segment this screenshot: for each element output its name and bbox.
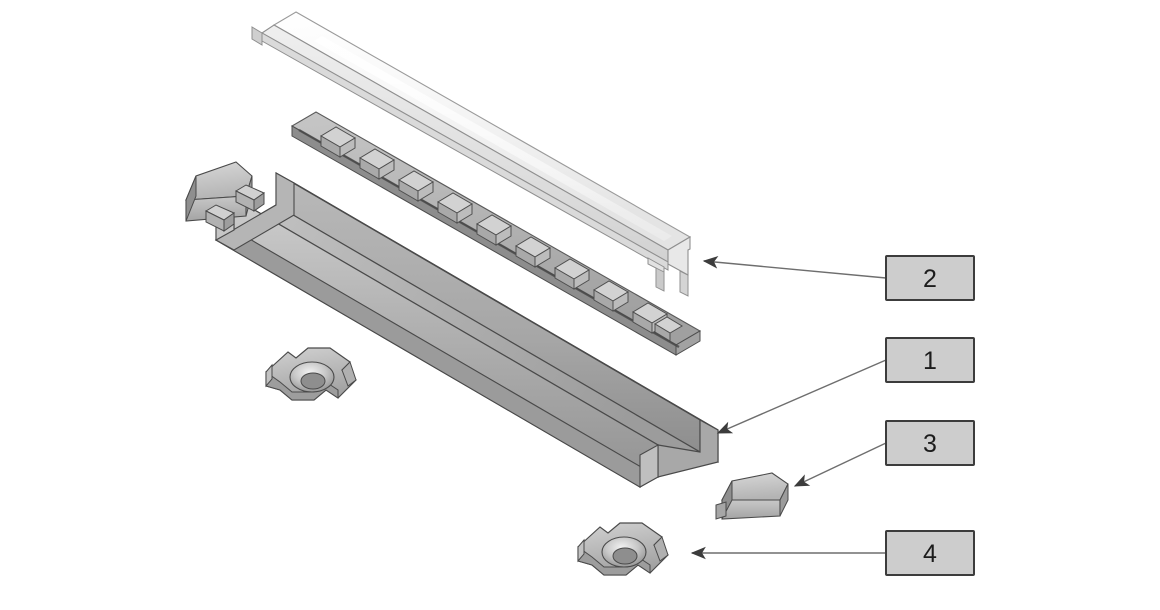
part-diffuser-cover xyxy=(251,11,692,297)
part-end-cap-tabbed xyxy=(185,161,266,232)
clip-lower-bore xyxy=(612,547,638,565)
diffuser-lower-rim xyxy=(261,32,669,271)
end-cap-tab-b-side xyxy=(253,192,265,212)
end-cap-plain-side xyxy=(779,483,789,517)
part-led-strip xyxy=(290,111,702,356)
channel-front-wall-outer xyxy=(233,196,659,479)
callout-2-leader xyxy=(702,256,887,279)
led-chip xyxy=(437,192,473,224)
diffuser-highlight xyxy=(314,36,672,241)
callout-2-box[interactable] xyxy=(885,255,975,301)
led-chip xyxy=(359,148,395,180)
led-chip xyxy=(320,126,356,158)
channel-right-front-lip xyxy=(639,444,659,488)
callout-3-number: 3 xyxy=(923,430,937,458)
diffuser-leg xyxy=(655,267,665,292)
end-cap-tabbed-left-bevel xyxy=(185,175,197,222)
callout-2[interactable]: 2 xyxy=(702,255,975,301)
end-cap-plain-foot xyxy=(715,501,727,520)
clip-lower-plate-edge xyxy=(577,546,651,576)
led-chip xyxy=(554,258,590,290)
callout-1-box[interactable] xyxy=(885,337,975,383)
clip-upper-tab-right xyxy=(341,361,357,387)
led-chip xyxy=(476,214,512,246)
led-chip xyxy=(515,236,551,268)
part-mounting-clip-upper xyxy=(265,347,357,401)
callout-1-number: 1 xyxy=(923,347,937,375)
clip-upper-plate-edge xyxy=(265,371,339,401)
callout-3-box[interactable] xyxy=(885,420,975,466)
clip-lower-tab-left xyxy=(577,538,585,563)
end-cap-tab-a-side xyxy=(223,212,235,232)
diffuser-left-end xyxy=(251,26,263,46)
channel-left-end-face xyxy=(214,172,295,251)
part-end-cap-plain xyxy=(715,472,789,520)
callout-3-leader xyxy=(793,442,887,487)
callout-1[interactable]: 1 xyxy=(716,337,975,434)
callout-3[interactable]: 3 xyxy=(793,420,975,487)
part-mounting-clip-lower xyxy=(577,522,669,576)
led-strip-right-end xyxy=(675,330,701,356)
led-chip xyxy=(593,280,629,312)
part-aluminium-channel xyxy=(214,172,719,488)
led-chip xyxy=(654,316,683,342)
callout-4[interactable]: 4 xyxy=(690,530,975,576)
callout-1-leader xyxy=(716,359,887,434)
clip-upper-tab-left xyxy=(265,363,273,388)
led-chip-group xyxy=(320,126,683,342)
callout-4-box[interactable] xyxy=(885,530,975,576)
clip-upper-bore xyxy=(300,372,326,390)
led-chip xyxy=(398,170,434,202)
clip-lower-tab-right xyxy=(653,536,669,562)
diffuser-right-end-face xyxy=(667,236,691,276)
callout-2-number: 2 xyxy=(923,265,937,293)
callout-4-number: 4 xyxy=(923,540,937,568)
callouts-layer: 2 1 3 4 xyxy=(690,255,975,576)
